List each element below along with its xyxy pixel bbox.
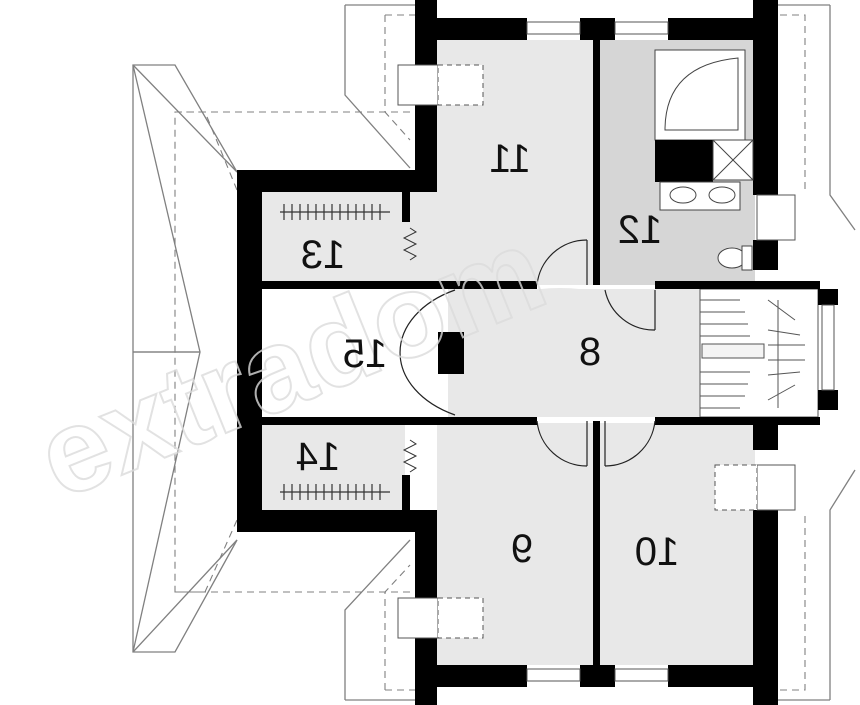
room-label-9: 9 xyxy=(511,527,533,571)
room-labels: 11 12 13 15 8 14 9 10 xyxy=(296,137,680,574)
bathroom-cabinet xyxy=(655,140,713,182)
doors xyxy=(399,239,656,467)
room-label-15: 15 xyxy=(343,332,388,376)
room-label-10: 10 xyxy=(635,530,680,574)
room-label-12: 12 xyxy=(618,208,663,252)
room-label-13: 13 xyxy=(301,233,346,277)
roof-windows xyxy=(397,64,796,639)
floor-room-10 xyxy=(598,423,755,665)
walls xyxy=(237,0,838,705)
roof-outline xyxy=(132,4,856,701)
floor-hall-8-curve xyxy=(450,288,670,416)
roof-dashed-outline xyxy=(174,14,806,691)
room-label-14: 14 xyxy=(296,435,341,479)
bathroom-fixtures xyxy=(654,49,754,271)
spring-symbols xyxy=(402,227,418,473)
room-label-8: 8 xyxy=(579,330,601,374)
staircase xyxy=(699,288,819,418)
floor-room-14 xyxy=(262,423,405,510)
room-label-11: 11 xyxy=(489,137,531,181)
wardrobe-rails xyxy=(280,204,390,500)
